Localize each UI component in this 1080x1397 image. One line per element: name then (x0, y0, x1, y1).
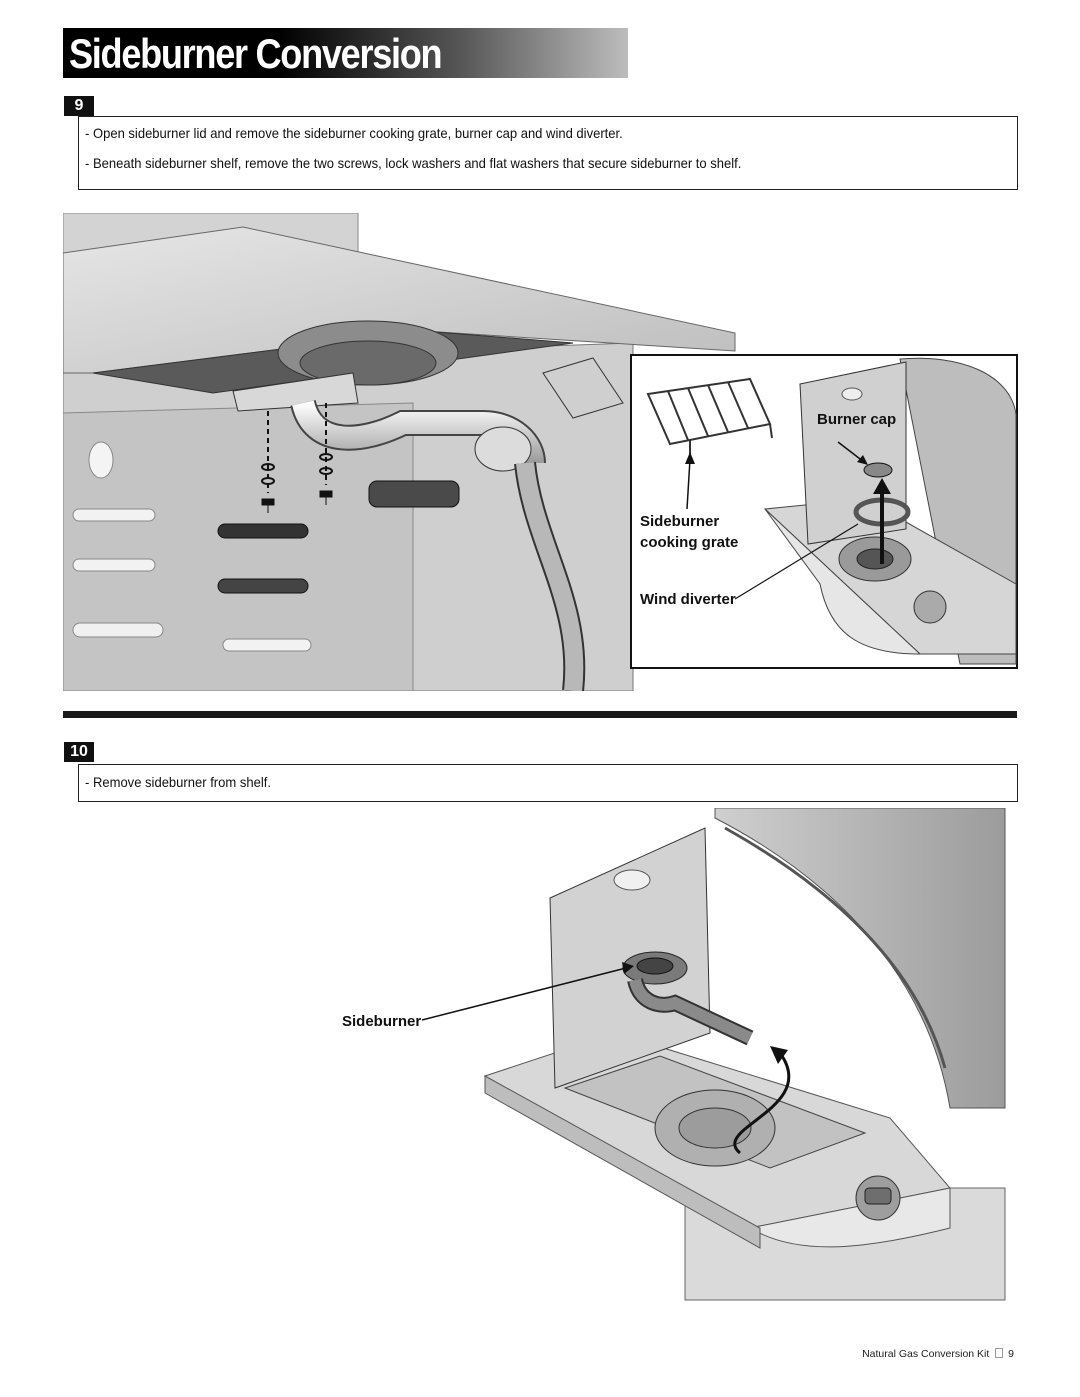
footer-text: Natural Gas Conversion Kit (862, 1348, 990, 1360)
step-9-instructions: - Open sideburner lid and remove the sid… (78, 116, 1018, 190)
step-9-line-1: - Open sideburner lid and remove the sid… (85, 125, 623, 141)
footer-page-number: 9 (1008, 1348, 1014, 1360)
wind-diverter-label: Wind diverter (640, 591, 736, 608)
page-title-bar: Sideburner Conversion (63, 28, 628, 78)
step-9-line-2: - Beneath sideburner shelf, remove the t… (85, 155, 742, 171)
step-10-line-1: - Remove sideburner from shelf. (85, 774, 271, 790)
step-10-illustration: Sideburner (342, 808, 1006, 1301)
step-9-badge: 9 (64, 96, 94, 116)
sideburner-label: Sideburner (342, 1013, 421, 1030)
cooking-grate-label-2: cooking grate (640, 534, 738, 551)
burner-cap-label: Burner cap (817, 411, 896, 428)
cooking-grate-drawing (646, 377, 773, 454)
cooking-grate-label-1: Sideburner (640, 513, 719, 530)
section-divider (63, 711, 1017, 718)
step-10-badge: 10 (64, 742, 94, 762)
page-title: Sideburner Conversion (69, 30, 443, 77)
step-9-inset-illustration: Burner cap Sideburner cooking grate Wind… (630, 354, 1018, 669)
page-footer: Natural Gas Conversion Kit 9 (862, 1348, 1014, 1360)
step-10-instructions: - Remove sideburner from shelf. (78, 764, 1018, 802)
step-9-underside-illustration (63, 213, 736, 691)
footer-separator-icon (995, 1348, 1004, 1358)
